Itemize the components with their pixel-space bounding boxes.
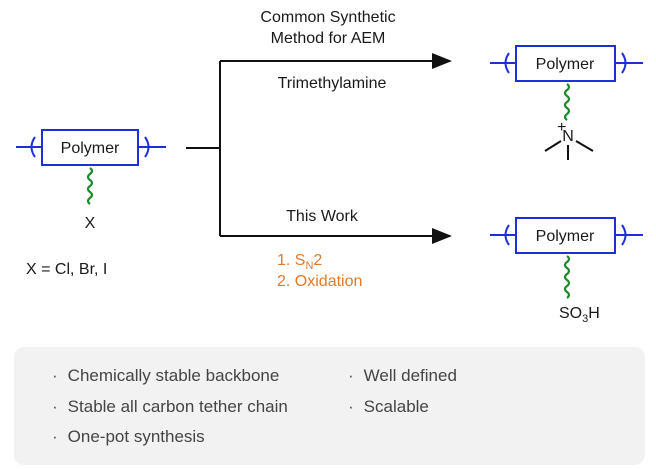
common-method-label-line1: Common Synthetic bbox=[260, 9, 395, 26]
starting-polymer: Polymer X bbox=[16, 129, 166, 232]
bullet-dot: · bbox=[348, 366, 354, 385]
bullet-dot: · bbox=[52, 397, 58, 416]
halide-group-label: X bbox=[85, 215, 96, 232]
reaction-arrows bbox=[186, 53, 452, 244]
this-work-label: This Work bbox=[286, 208, 359, 225]
reaction-scheme: Polymer X X = Cl, Br, I Common Synthetic… bbox=[16, 9, 643, 325]
feature-item: · One-pot synthesis bbox=[52, 427, 205, 447]
polymer-label-bottom: Polymer bbox=[536, 228, 595, 245]
feature-text: Stable all carbon tether chain bbox=[67, 397, 288, 416]
trimethylamine-label: Trimethylamine bbox=[278, 75, 387, 92]
sulfonic-acid-label: SO3H bbox=[559, 305, 600, 325]
feature-item: · Chemically stable backbone bbox=[52, 366, 279, 386]
nitrogen-label: N bbox=[562, 128, 574, 145]
bullet-dot: · bbox=[348, 397, 354, 416]
halide-note: X = Cl, Br, I bbox=[26, 261, 107, 278]
tether-bottom bbox=[563, 255, 571, 299]
methyl-bond-right bbox=[575, 140, 594, 152]
step-oxidation-label: 2. Oxidation bbox=[277, 273, 362, 290]
positive-charge-label: + bbox=[557, 119, 566, 136]
tether-top bbox=[563, 83, 571, 121]
features-panel: · Chemically stable backbone · Stable all … bbox=[14, 347, 645, 465]
feature-text: Scalable bbox=[363, 397, 429, 416]
bullet-dot: · bbox=[52, 427, 58, 446]
feature-text: One-pot synthesis bbox=[67, 427, 205, 446]
polymer-label-top: Polymer bbox=[536, 56, 595, 73]
step-sn2-label: 1. SN2 bbox=[277, 252, 322, 272]
polymer-label-left: Polymer bbox=[61, 140, 120, 157]
methyl-bond-left bbox=[544, 140, 562, 152]
sulfonated-polymer: Polymer SO3H bbox=[490, 217, 643, 325]
common-method-label-line2: Method for AEM bbox=[271, 30, 386, 47]
feature-item: · Scalable bbox=[348, 397, 429, 417]
feature-item: · Stable all carbon tether chain bbox=[52, 397, 288, 417]
feature-text: Well defined bbox=[363, 366, 457, 385]
tether-left bbox=[86, 167, 94, 205]
bullet-dot: · bbox=[52, 366, 58, 385]
ammonium-polymer: Polymer N + bbox=[490, 45, 643, 160]
feature-text: Chemically stable backbone bbox=[67, 366, 280, 385]
feature-item: · Well defined bbox=[348, 366, 457, 386]
